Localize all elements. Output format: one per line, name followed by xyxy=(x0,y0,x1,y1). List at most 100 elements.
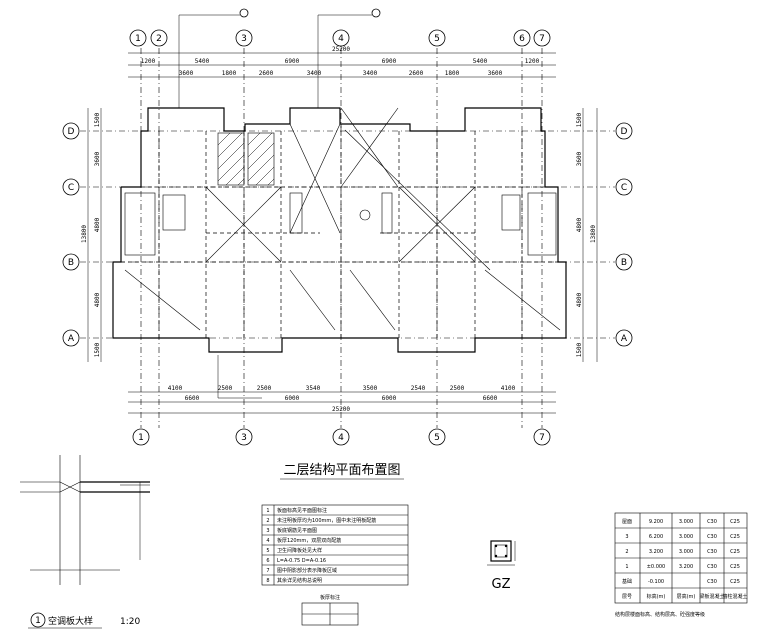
grid-label-top: 5 xyxy=(434,34,440,44)
dim-bottom-row2: 6600 xyxy=(483,395,498,402)
detail-number: 1 xyxy=(35,616,41,626)
grid-label-top: 1 xyxy=(135,34,141,44)
level-cell: C30 xyxy=(707,519,717,525)
dim-right: 4800 xyxy=(576,292,583,307)
dim-bottom-row1: 3500 xyxy=(363,385,378,392)
grid-label-bottom: 7 xyxy=(539,433,545,443)
dim-right: 1500 xyxy=(576,342,583,357)
grid-label-right: B xyxy=(621,258,627,268)
grid-label-right: D xyxy=(621,127,628,137)
grid-label-left: D xyxy=(68,127,75,137)
top-dimension-lines xyxy=(128,52,556,78)
side-dimension-lines xyxy=(87,108,598,362)
level-cell: 屋面 xyxy=(622,519,632,525)
dim-left: 1500 xyxy=(94,342,101,357)
horizontal-grid-axes xyxy=(80,130,615,339)
bottom-grid-bubbles xyxy=(132,428,551,446)
dim-top-row2: 3400 xyxy=(363,70,378,77)
level-cell: 标高(m) xyxy=(647,593,666,600)
plan-title: 二层结构平面布置图 xyxy=(283,463,400,478)
note-no: 1 xyxy=(266,508,269,514)
note-no: 2 xyxy=(266,518,269,524)
dim-right: 4800 xyxy=(576,217,583,232)
note-text: 未注明板厚均为100mm，图中未注明板配筋 xyxy=(277,517,376,524)
dim-top-row1: 6900 xyxy=(382,58,397,65)
vertical-grid-axes xyxy=(140,48,543,428)
note-text: 板厚120mm，双层双向配筋 xyxy=(277,537,341,544)
gz-label: GZ xyxy=(492,577,511,592)
note-text: L=A-0.75 D=A-0.16 xyxy=(277,558,326,564)
note-text: 板底钢筋见平面图 xyxy=(277,527,317,534)
level-cell: C30 xyxy=(707,549,717,555)
dim-top-row1: 6900 xyxy=(285,58,300,65)
dim-top-row2: 1800 xyxy=(445,70,460,77)
dim-top-row2: 3600 xyxy=(488,70,503,77)
detail-scale: 1:20 xyxy=(120,617,140,627)
note-no: 3 xyxy=(266,528,269,534)
notes-title: 结构层楼面标高、结构层高、砼强度等级 xyxy=(615,611,705,618)
side-grid-bubbles xyxy=(62,122,633,347)
building-outline xyxy=(112,107,567,353)
grid-label-top: 3 xyxy=(241,34,247,44)
note-text: 其余详见结构总说明 xyxy=(277,577,322,584)
level-cell: C25 xyxy=(730,534,740,540)
level-cell: C25 xyxy=(730,564,740,570)
dim-top-row1: 1200 xyxy=(141,58,156,65)
note-text: 板面标高见平面图标注 xyxy=(277,507,327,514)
dim-bottom-row1: 2500 xyxy=(257,385,272,392)
dim-left: 4800 xyxy=(94,217,101,232)
grid-label-bottom: 5 xyxy=(434,433,440,443)
note-no: 8 xyxy=(266,578,269,584)
dim-top-row1: 5400 xyxy=(473,58,488,65)
dim-left: 3600 xyxy=(94,151,101,166)
dim-right: 1500 xyxy=(576,112,583,127)
level-cell: 3 xyxy=(625,534,628,540)
level-cell: C30 xyxy=(707,579,717,585)
note-text: 卫生间降板处见大样 xyxy=(277,547,322,554)
level-cell: 3.200 xyxy=(679,564,693,570)
dim-top-row2: 3600 xyxy=(179,70,194,77)
dim-left-total: 13800 xyxy=(81,225,88,243)
slab-diagonals xyxy=(124,107,561,331)
note-no: 5 xyxy=(266,548,269,554)
note-no: 4 xyxy=(266,538,269,544)
level-cell: ±0.000 xyxy=(647,564,666,570)
balcony-panels xyxy=(124,192,557,256)
dim-bottom-row2: 6000 xyxy=(382,395,397,402)
dim-top-row2: 2600 xyxy=(409,70,424,77)
grid-label-top: 4 xyxy=(338,34,344,44)
grid-label-bottom: 3 xyxy=(241,433,247,443)
dim-top-row2: 2600 xyxy=(259,70,274,77)
dim-right-total: 13800 xyxy=(590,225,597,243)
dim-left: 4800 xyxy=(94,292,101,307)
level-cell: 3.200 xyxy=(649,549,663,555)
level-cell: 1 xyxy=(625,564,628,570)
level-cell: 层号 xyxy=(622,594,632,600)
dim-bottom-row2: 6000 xyxy=(285,395,300,402)
dim-top-row1: 1200 xyxy=(525,58,540,65)
grid-label-left: B xyxy=(68,258,74,268)
dim-top-total: 25200 xyxy=(332,46,350,53)
level-cell: 6.200 xyxy=(649,534,663,540)
level-cell: 3.000 xyxy=(679,549,693,555)
grid-label-top: 7 xyxy=(539,34,545,44)
level-cell: 3.000 xyxy=(679,519,693,525)
level-cell: 3.000 xyxy=(679,534,693,540)
level-cell: C30 xyxy=(707,564,717,570)
level-cell: 2 xyxy=(625,549,628,555)
grid-label-right: A xyxy=(621,334,628,344)
level-cell: 墙柱混凝土 xyxy=(722,593,747,600)
legend-title: 板厚标注 xyxy=(320,594,340,601)
grid-label-left: A xyxy=(68,334,75,344)
level-cell: C25 xyxy=(730,579,740,585)
hatched-slab-zones xyxy=(217,132,275,186)
level-cell: C30 xyxy=(707,534,717,540)
dim-right: 3600 xyxy=(576,151,583,166)
dim-left: 1500 xyxy=(94,112,101,127)
level-cell: 层高(m) xyxy=(677,593,696,600)
grid-label-top: 6 xyxy=(519,34,525,44)
notes-table xyxy=(261,504,409,626)
dim-bottom-row1: 2540 xyxy=(411,385,426,392)
